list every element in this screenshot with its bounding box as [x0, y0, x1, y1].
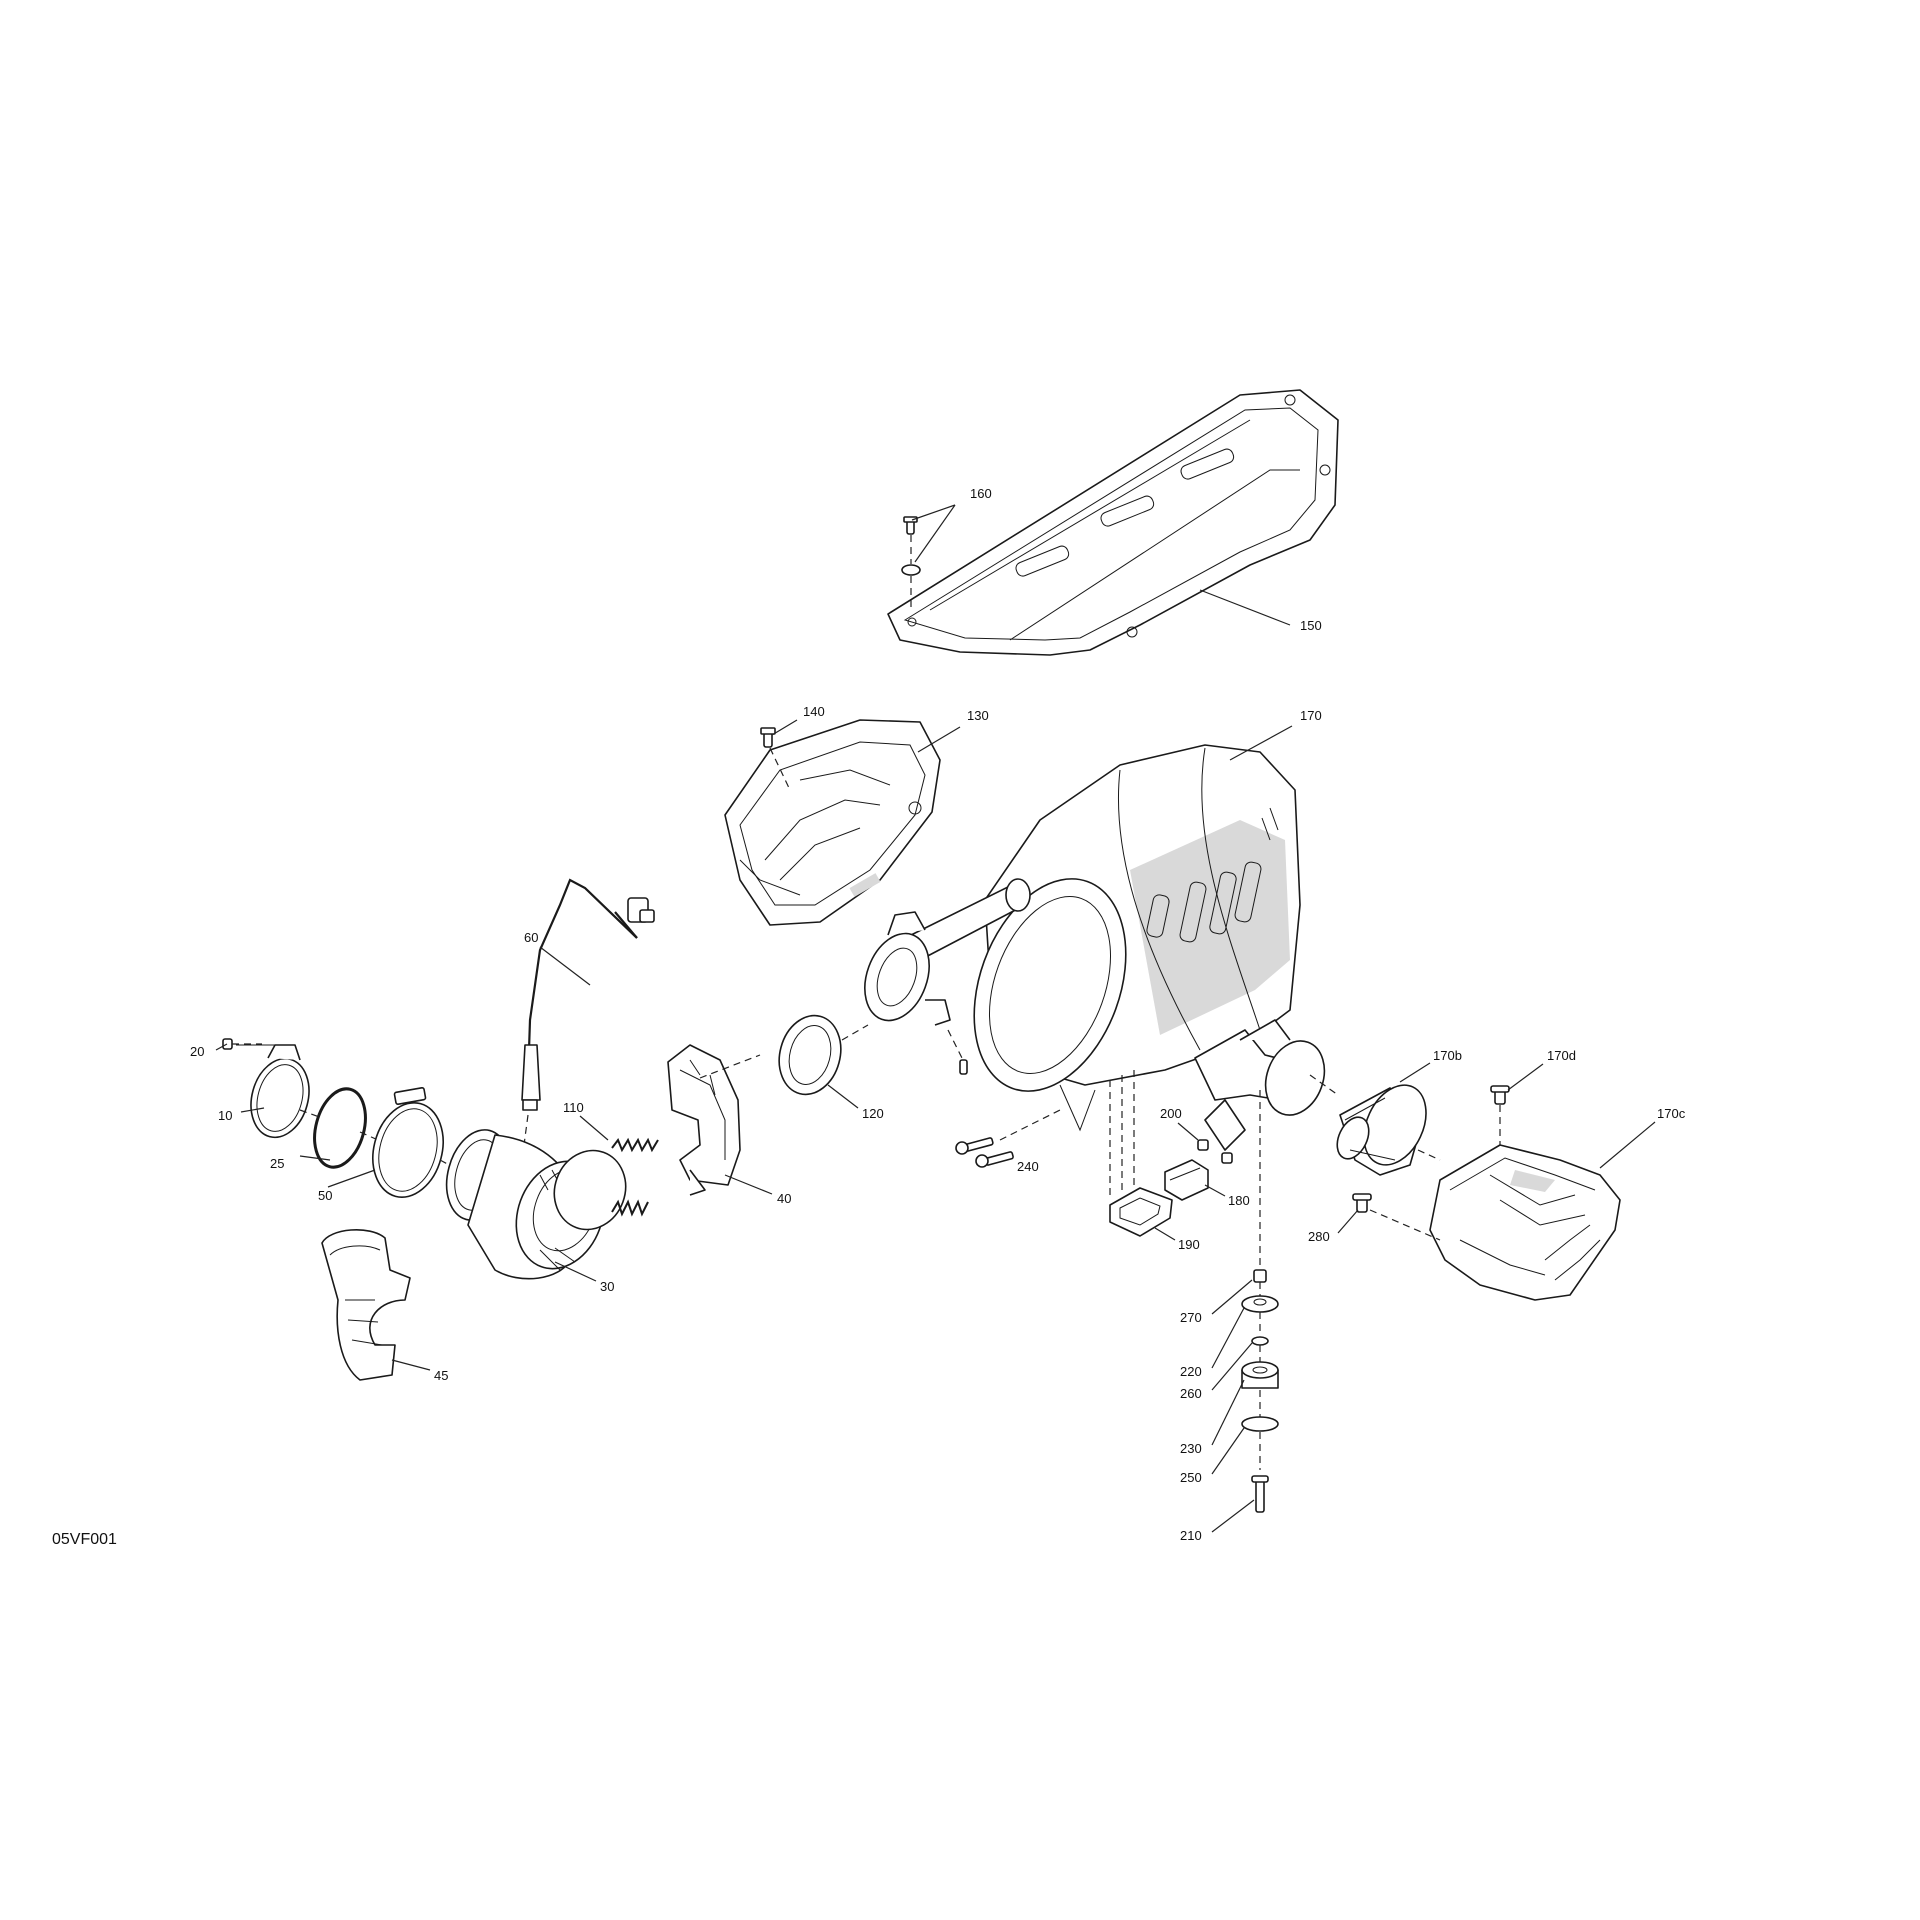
screw-160 — [901, 516, 921, 612]
label-25: 25 — [270, 1156, 284, 1171]
washer-220 — [1241, 1295, 1279, 1313]
grommet-190 — [1109, 1187, 1173, 1237]
label-170d: 170d — [1547, 1048, 1576, 1063]
label-240: 240 — [1017, 1159, 1039, 1174]
screw-170d — [1490, 1085, 1510, 1145]
label-200: 200 — [1160, 1106, 1182, 1121]
clamp-10 — [236, 1044, 310, 1139]
label-50: 50 — [318, 1188, 332, 1203]
bolt-210 — [1255, 1479, 1265, 1513]
label-260: 260 — [1180, 1386, 1202, 1401]
label-210: 210 — [1180, 1528, 1202, 1543]
label-130: 130 — [967, 708, 989, 723]
mount-stack — [1241, 1090, 1279, 1513]
clamp-50 — [372, 1087, 456, 1198]
oxygen-sensor-60 — [519, 878, 655, 1176]
label-230: 230 — [1180, 1441, 1202, 1456]
label-110: 110 — [563, 1100, 584, 1115]
label-270: 270 — [1180, 1310, 1202, 1325]
label-20: 20 — [190, 1044, 204, 1059]
label-140: 140 — [803, 704, 825, 719]
screw-280 — [1352, 1193, 1441, 1241]
tailpipe-170b — [1309, 1074, 1441, 1176]
label-160: 160 — [970, 486, 992, 501]
part-labels: 160 150 140 130 170 60 20 10 25 50 110 3… — [190, 486, 1686, 1543]
muffler-170 — [864, 744, 1326, 1151]
heat-shield-45 — [321, 1228, 411, 1381]
gasket-25 — [299, 1087, 379, 1169]
label-40: 40 — [777, 1191, 791, 1206]
label-30: 30 — [600, 1279, 614, 1294]
exhaust-elbow-30 — [445, 1129, 627, 1280]
outlet-guard-170c — [1429, 1144, 1621, 1301]
label-10: 10 — [218, 1108, 232, 1123]
label-180: 180 — [1228, 1193, 1250, 1208]
bracket-180 — [1164, 1159, 1209, 1201]
springs-110 — [611, 1137, 659, 1217]
washer-250 — [1241, 1416, 1279, 1432]
label-170: 170 — [1300, 708, 1322, 723]
label-280: 280 — [1308, 1229, 1330, 1244]
bolts-240 — [955, 1109, 1061, 1168]
label-220: 220 — [1180, 1364, 1202, 1379]
heat-guard-130 — [724, 719, 941, 926]
leader-lines — [215, 504, 1656, 1533]
label-250: 250 — [1180, 1470, 1202, 1485]
spacer-260 — [1251, 1336, 1269, 1346]
gasket-120 — [778, 1014, 869, 1096]
heat-shield-40 — [667, 1044, 761, 1196]
label-60: 60 — [524, 930, 538, 945]
bracket-dash-lines — [1109, 1070, 1135, 1200]
label-150: 150 — [1300, 618, 1322, 633]
label-170c: 170c — [1657, 1106, 1686, 1121]
figure-code: 05VF001 — [52, 1531, 117, 1548]
screw-140 — [760, 727, 791, 791]
label-45: 45 — [434, 1368, 448, 1383]
nut-270 — [1253, 1269, 1267, 1283]
label-120: 120 — [862, 1106, 884, 1121]
label-190: 190 — [1178, 1237, 1200, 1252]
nuts-200 — [1197, 1139, 1233, 1164]
nut-20 — [222, 1038, 262, 1050]
label-170b: 170b — [1433, 1048, 1462, 1063]
heat-shield-150 — [887, 389, 1339, 656]
